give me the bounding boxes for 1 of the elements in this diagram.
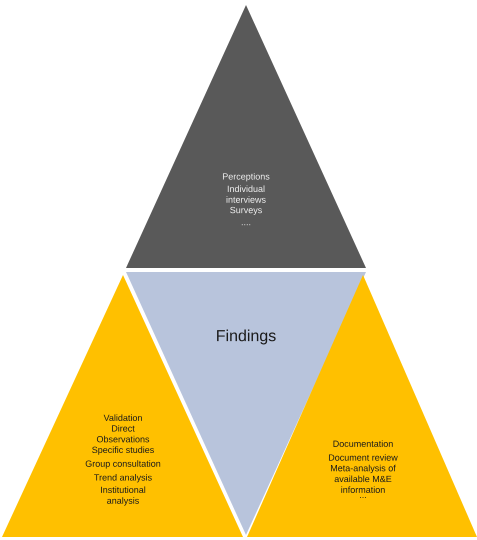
triangle: Perceptions Individual interviews Surveys .... bbox=[126, 5, 366, 268]
